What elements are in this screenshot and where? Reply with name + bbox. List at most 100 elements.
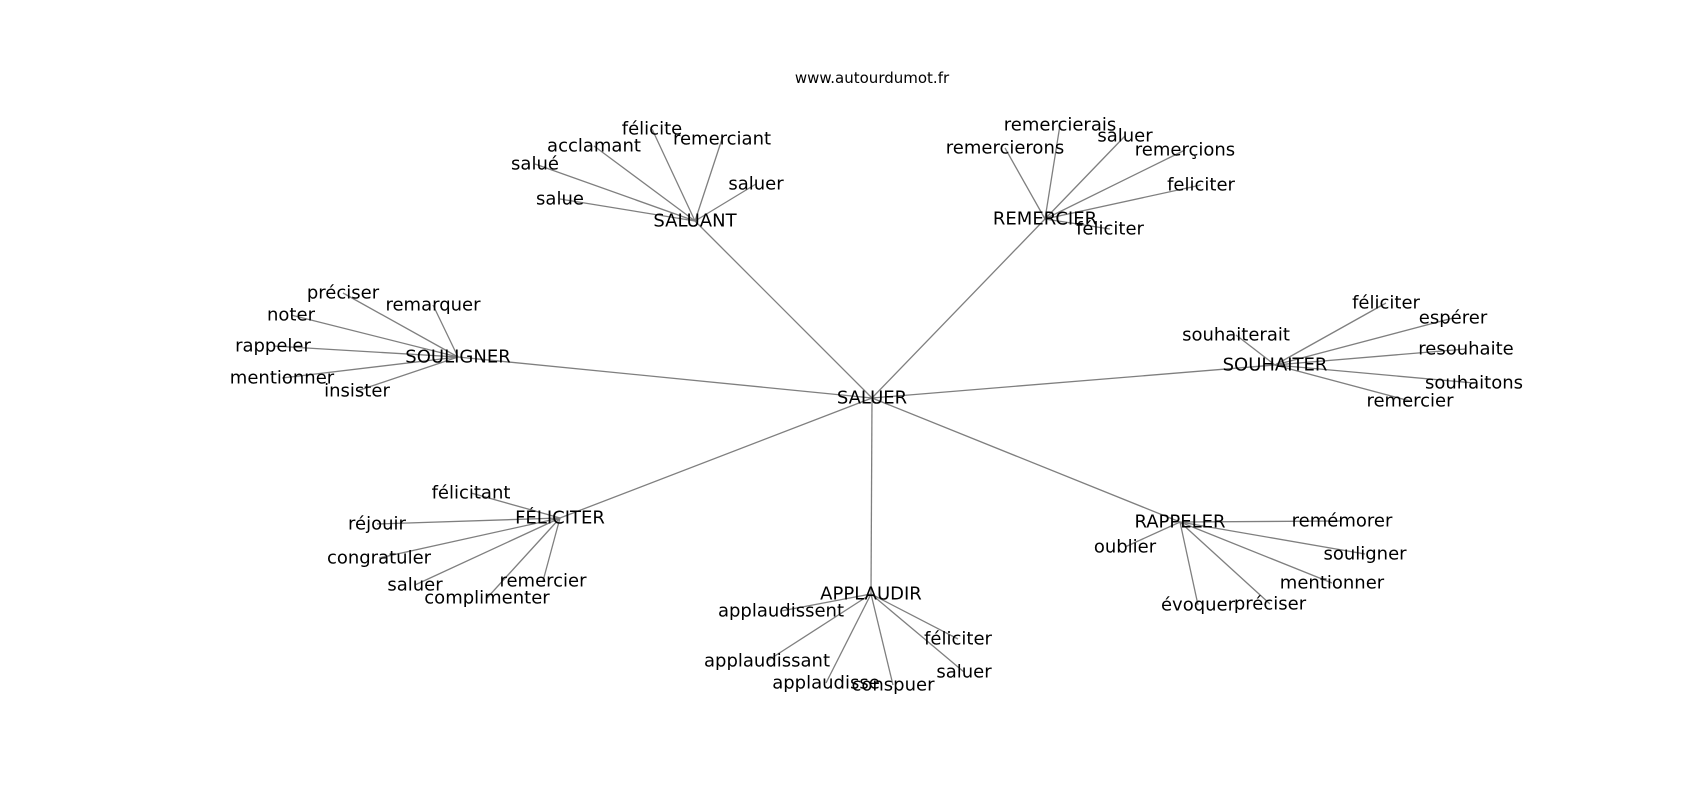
edge-remercier-feliciter — [1044, 218, 1111, 230]
edge-feliciter-congratuler — [378, 517, 561, 559]
edge-applaudir-feliciter — [870, 593, 959, 640]
leaf-node-souhaiter-souhaiterait[interactable]: souhaiterait — [1182, 325, 1290, 346]
edge-feliciter-remercier — [542, 517, 561, 582]
edge-root-remercier — [871, 218, 1046, 399]
edge-applaudir-applaudissant — [766, 593, 872, 662]
leaf-node-souligner-preciser[interactable]: préciser — [307, 283, 380, 304]
leaf-node-rappeler-oublier[interactable]: oublier — [1094, 537, 1157, 558]
edge-souligner-noter — [290, 314, 459, 358]
leaf-node-souhaiter-feliciter[interactable]: féliciter — [1352, 293, 1420, 314]
edge-souhaiter-remercier — [1274, 364, 1411, 402]
leaf-node-feliciter-saluer[interactable]: saluer — [387, 575, 443, 596]
edge-souhaiter-resouhaite — [1274, 348, 1467, 366]
edge-remercier-remercierons — [1004, 147, 1046, 220]
edge-applaudir-conspuer — [870, 593, 894, 686]
edge-souhaiter-souhaitons — [1274, 364, 1475, 384]
leaf-node-saluant-salue[interactable]: salué — [511, 154, 559, 175]
leaf-node-feliciter-rejouir[interactable]: réjouir — [348, 514, 407, 535]
root-node[interactable]: SALUER — [837, 388, 907, 409]
leaf-node-remercier-feliciter[interactable]: feliciter — [1167, 175, 1235, 196]
leaf-node-feliciter-felicitant[interactable]: félicitant — [432, 483, 511, 504]
leaf-node-souligner-insister[interactable]: insister — [324, 381, 390, 402]
edge-root-feliciter — [559, 397, 873, 519]
leaf-node-applaudir-applaudissent[interactable]: applaudissent — [718, 601, 844, 622]
edge-rappeler-mentionner — [1179, 521, 1333, 584]
edge-rappeler-souligner — [1179, 521, 1366, 555]
edge-applaudir-applaudissent — [780, 593, 872, 612]
leaf-node-applaudir-applaudissant[interactable]: applaudissant — [704, 651, 830, 672]
leaf-node-souhaiter-remercier[interactable]: remercier — [1366, 391, 1454, 412]
edge-feliciter-felicitant — [470, 492, 561, 519]
edge-root-souhaiter — [871, 364, 1276, 399]
leaf-node-remercier-feliciter[interactable]: féliciter — [1076, 219, 1144, 240]
leaf-node-rappeler-rememorer[interactable]: remémorer — [1292, 511, 1393, 532]
edge-root-souligner — [457, 356, 873, 399]
edge-rappeler-preciser — [1179, 521, 1271, 605]
edge-root-applaudir — [870, 397, 873, 595]
hub-node-souhaiter[interactable]: SOUHAITER — [1223, 355, 1328, 376]
leaf-node-remercier-remercierons[interactable]: remercierons — [946, 138, 1064, 159]
edge-rappeler-oublier — [1124, 521, 1181, 548]
edge-souligner-rappeler — [272, 345, 459, 358]
site-url: www.autourdumot.fr — [795, 69, 950, 87]
leaf-node-rappeler-souligner[interactable]: souligner — [1323, 544, 1407, 565]
edge-souligner-remarquer — [432, 304, 459, 358]
leaf-node-applaudir-saluer[interactable]: saluer — [936, 662, 992, 683]
hub-node-rappeler[interactable]: RAPPELER — [1134, 512, 1225, 533]
edge-remercier-saluer — [1044, 135, 1126, 220]
edge-rappeler-rememorer — [1179, 520, 1343, 523]
edge-remercier-feliciter — [1044, 184, 1202, 220]
leaf-node-souligner-remarquer[interactable]: remarquer — [385, 295, 481, 316]
leaf-node-saluant-acclamant[interactable]: acclamant — [547, 136, 641, 157]
leaf-node-saluant-remerciant[interactable]: remerciant — [673, 129, 771, 150]
leaf-node-feliciter-complimenter[interactable]: complimenter — [424, 588, 550, 609]
hub-node-feliciter[interactable]: FÉLICITER — [515, 507, 605, 529]
edge-remercier-remercierais — [1044, 124, 1061, 220]
edge-root-saluant — [694, 220, 873, 399]
edge-saluant-remerciant — [694, 138, 723, 222]
leaf-node-saluant-saluer[interactable]: saluer — [728, 174, 784, 195]
leaf-node-applaudir-feliciter[interactable]: féliciter — [924, 629, 992, 650]
edge-souligner-preciser — [342, 292, 459, 358]
edge-feliciter-rejouir — [376, 517, 561, 525]
leaf-node-remercier-saluer[interactable]: saluer — [1097, 126, 1153, 147]
edge-feliciter-saluer — [414, 517, 561, 586]
hub-node-applaudir[interactable]: APPLAUDIR — [820, 584, 922, 605]
leaf-node-rappeler-preciser[interactable]: préciser — [1234, 594, 1307, 615]
leaf-node-rappeler-evoquer[interactable]: évoquer — [1161, 595, 1236, 616]
leaf-node-remercier-remercierais[interactable]: remercierais — [1004, 115, 1116, 136]
leaf-node-feliciter-congratuler[interactable]: congratuler — [327, 548, 432, 569]
leaf-node-souhaiter-souhaitons[interactable]: souhaitons — [1425, 373, 1523, 394]
edge-saluant-felicite — [651, 128, 696, 222]
edge-souligner-mentionner — [281, 356, 459, 379]
leaf-node-saluant-salue[interactable]: salue — [536, 189, 584, 210]
leaf-node-applaudir-conspuer[interactable]: conspuer — [851, 675, 935, 696]
edge-souhaiter-feliciter — [1274, 302, 1387, 366]
edge-souhaiter-souhaiterait — [1235, 334, 1276, 366]
leaf-node-applaudir-applaudisse[interactable]: applaudisse — [772, 673, 880, 694]
edge-root-rappeler — [871, 397, 1181, 523]
leaf-node-souligner-mentionner[interactable]: mentionner — [230, 368, 335, 389]
graph-edges — [272, 124, 1475, 686]
leaf-node-souligner-noter[interactable]: noter — [267, 305, 316, 326]
hub-node-souligner[interactable]: SOULIGNER — [405, 347, 510, 368]
edge-saluant-salue — [559, 198, 696, 222]
edge-rappeler-evoquer — [1179, 521, 1199, 606]
edge-saluant-acclamant — [593, 145, 696, 222]
edge-remercier-remercions — [1044, 149, 1186, 220]
leaf-node-souligner-rappeler[interactable]: rappeler — [235, 336, 311, 357]
hub-node-saluant[interactable]: SALUANT — [653, 211, 737, 232]
hub-node-remercier[interactable]: REMERCIER — [993, 209, 1097, 230]
leaf-node-souhaiter-resouhaite[interactable]: resouhaite — [1418, 339, 1513, 360]
leaf-node-feliciter-remercier[interactable]: remercier — [499, 571, 587, 592]
edge-saluant-salue — [534, 163, 696, 222]
leaf-node-souhaiter-esperer[interactable]: espérer — [1419, 308, 1488, 329]
leaf-node-remercier-remercions[interactable]: remerçions — [1135, 140, 1235, 161]
edge-applaudir-saluer — [870, 593, 965, 673]
leaf-node-saluant-felicite[interactable]: félicite — [622, 119, 682, 140]
edge-feliciter-complimenter — [486, 517, 561, 599]
edge-applaudir-applaudisse — [825, 593, 872, 684]
leaf-node-rappeler-mentionner[interactable]: mentionner — [1280, 573, 1385, 594]
edge-souligner-insister — [356, 356, 459, 392]
